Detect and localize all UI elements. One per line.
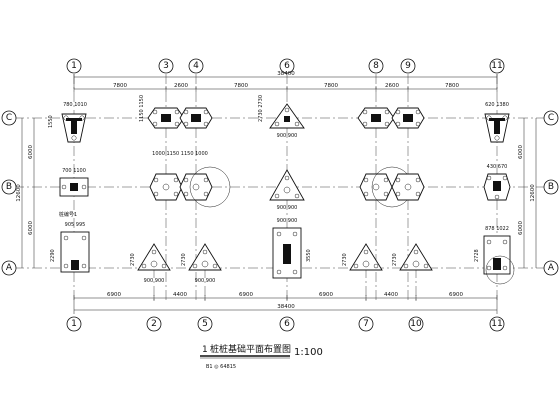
row-axis-bubbles: C B A C B A [1,110,559,276]
dim-value: 6900 [239,292,253,298]
axis-label: 1 [71,319,77,329]
dim-label: 430 670 [487,164,508,170]
dim-value: 6900 [107,292,121,298]
pile-cap-c9 [391,107,425,129]
dim-total: 38400 [277,304,295,310]
bottom-dimensions: 6900 4400 6900 6900 4400 6900 38400 [73,292,498,314]
pile-cap-b8 [359,166,413,208]
pile-cap-b1: 700 1100 [59,168,89,197]
dim-label: 1000 1150 1150 1000 [152,151,208,157]
dim-label: 900 900 [144,278,165,284]
dim-label: 2730 [181,253,187,266]
pile-cap-c11: 620 1380 [484,102,510,143]
dim-value: 2600 [385,83,399,89]
title-number: 1 [202,345,208,355]
dim-label: 2730 [392,253,398,266]
side-dimensions: 12600 6000 6000 6000 6000 12600 [16,118,537,268]
axis-label: C [548,113,554,123]
axis-label: 3 [163,61,169,71]
dim-label: 780 1010 [63,102,87,108]
dim-label: 900 900 [195,278,216,284]
pile-cap-b6: 900 900 [269,169,305,211]
pile-cap-c4 [179,107,213,129]
top-dimensions: 38400 7800 2600 7800 7800 2600 7800 [73,71,498,92]
pile-cap-a1: 905 995 桩编号1 2290 [50,211,90,273]
bottom-axis-bubbles: 1 2 5 6 7 10 11 [66,316,505,332]
dim-label: 3550 [306,249,312,262]
dim-value: 6000 [28,221,34,235]
axis-label: 11 [491,319,502,329]
dim-label: 900 900 [277,133,298,139]
title-scale: 1:100 [294,347,323,358]
axis-label: 1 [71,61,77,71]
axis-label: 6 [284,319,290,329]
dim-total: 12600 [530,184,536,202]
axis-label: 11 [491,61,502,71]
axis-label: A [6,263,13,273]
dim-value: 6900 [449,292,463,298]
dim-label: 2728 [474,249,480,262]
pile-cap-c6: 2730 2730 900 900 [258,95,305,139]
dim-value: 4400 [173,292,187,298]
axis-label: A [548,263,555,273]
axis-label: 2 [151,319,157,329]
pile-cap-a7: 2730 [342,243,383,271]
pile-cap-c3: 1150 1150 1000 1150 1150 1000 [139,95,208,157]
dim-label: 900 900 [277,205,298,211]
dim-label: 620 1380 [485,102,509,108]
dim-value: 2600 [174,83,188,89]
dim-label: 2730 2730 [258,95,264,122]
dim-value: 4400 [384,292,398,298]
dim-label: 2290 [50,249,56,262]
pile-cap-a5: 900 900 2730 [181,243,222,284]
pile-cap-c1: 780 1010 1550 [48,102,87,143]
axis-label: B [6,182,12,192]
dim-label: 2730 [130,253,136,266]
title-text: 桩桩基础平面布置图 [210,343,291,355]
dim-value: 6000 [518,145,524,159]
axis-label: 6 [284,61,290,71]
axis-label: 10 [410,319,422,329]
axis-label: B [548,182,554,192]
dim-value: 7800 [113,83,127,89]
title-note: B1 ◎ 64815 [206,364,236,370]
dim-value: 7800 [324,83,338,89]
axis-label: 8 [373,61,379,71]
pile-cap-c8 [357,107,395,129]
dim-value: 7800 [234,83,248,89]
pile-cap-b11: 430 670 [483,164,511,201]
dim-value: 6900 [319,292,333,298]
pile-cap-a6: 900 900 3550 [272,218,312,279]
dim-value: 6000 [518,221,524,235]
axis-label: 4 [193,61,199,71]
pile-cap-b3 [149,173,183,201]
drawing-title: 1 桩桩基础平面布置图 1:100 B1 ◎ 64815 [200,343,323,370]
note-label: 桩编号1 [59,211,77,218]
dim-label: 700 1100 [62,168,86,174]
pile-cap-a11: 878 1022 2728 [474,226,515,285]
dim-label: 905 995 [65,222,86,228]
axis-label: C [6,113,12,123]
pile-cap-b9 [391,173,425,201]
pile-cap-a2: 900 900 2730 [130,243,171,284]
axis-label: 9 [405,61,411,71]
dim-label: 1550 [48,115,54,128]
dim-value: 7800 [445,83,459,89]
dim-label: 1150 1150 [139,95,145,122]
dim-label: 878 1022 [485,226,509,232]
axis-label: 5 [202,319,208,329]
pile-cap-b4 [179,166,231,208]
dim-value: 6000 [28,145,34,159]
top-axis-bubbles: 1 3 4 6 8 9 11 [66,58,505,74]
axis-label: 7 [363,319,369,329]
dim-total: 38400 [277,71,295,77]
dim-total: 12600 [16,184,22,202]
dim-label: 900 900 [277,218,298,224]
pile-cap-a10: 2730 [392,243,433,271]
dim-label: 2730 [342,253,348,266]
